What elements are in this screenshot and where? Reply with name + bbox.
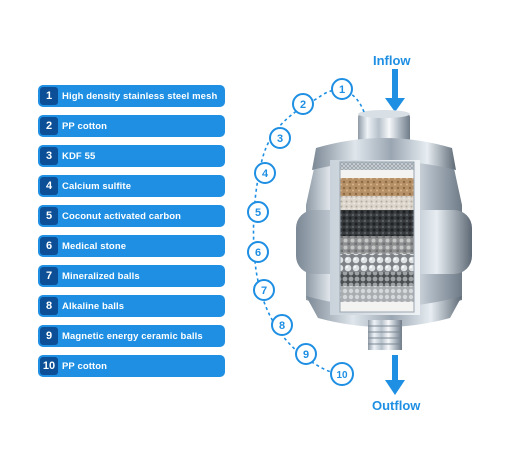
legend-row-10: 10 PP cotton — [38, 355, 225, 377]
legend-number: 4 — [40, 177, 58, 195]
legend-number: 2 — [40, 117, 58, 135]
callout-badges: 1 2 3 4 5 6 7 8 9 10 — [247, 78, 354, 386]
legend-number: 8 — [40, 297, 58, 315]
svg-text:1: 1 — [339, 84, 345, 96]
svg-text:6: 6 — [255, 247, 261, 259]
filter-cutaway — [330, 160, 420, 315]
legend-label: KDF 55 — [62, 150, 96, 162]
legend-label: Coconut activated carbon — [62, 210, 182, 222]
legend-number: 6 — [40, 237, 58, 255]
callout-badge: 7 — [253, 279, 275, 301]
legend-row-4: 4 Calcium sulfite — [38, 175, 225, 197]
svg-text:4: 4 — [262, 168, 269, 180]
outlet-connector — [368, 320, 402, 350]
svg-text:3: 3 — [277, 133, 283, 145]
legend-number: 9 — [40, 327, 58, 345]
callout-badge: 9 — [295, 343, 317, 365]
svg-text:8: 8 — [279, 320, 285, 332]
legend-row-7: 7 Mineralized balls — [38, 265, 225, 287]
legend-row-6: 6 Medical stone — [38, 235, 225, 257]
legend-label: Magnetic energy ceramic balls — [62, 330, 203, 342]
legend-number: 7 — [40, 267, 58, 285]
legend-label: PP cotton — [62, 360, 108, 372]
svg-text:9: 9 — [303, 349, 309, 361]
callout-badge: 10 — [330, 362, 354, 386]
svg-text:2: 2 — [300, 99, 306, 111]
outflow-arrow-icon — [385, 355, 405, 395]
callout-badge: 6 — [247, 241, 269, 263]
legend-number: 5 — [40, 207, 58, 225]
legend-row-1: 1 High density stainless steel mesh — [38, 85, 225, 107]
legend-row-3: 3 KDF 55 — [38, 145, 225, 167]
legend-label: Mineralized balls — [62, 270, 140, 282]
callout-badge: 5 — [247, 201, 269, 223]
svg-text:5: 5 — [255, 207, 261, 219]
outflow-label: Outflow — [372, 398, 421, 413]
legend-label: High density stainless steel mesh — [62, 90, 218, 102]
legend-number: 1 — [40, 87, 58, 105]
svg-text:7: 7 — [261, 285, 267, 297]
callout-badge: 3 — [269, 127, 291, 149]
legend-number: 3 — [40, 147, 58, 165]
inflow-label: Inflow — [373, 53, 411, 68]
legend-row-5: 5 Coconut activated carbon — [38, 205, 225, 227]
inflow-arrow-icon — [385, 69, 405, 112]
legend-label: Medical stone — [62, 240, 127, 252]
legend-label: Calcium sulfite — [62, 180, 132, 192]
legend-label: Alkaline balls — [62, 300, 125, 312]
callout-badge: 4 — [254, 162, 276, 184]
legend-row-9: 9 Magnetic energy ceramic balls — [38, 325, 225, 347]
legend-number: 10 — [40, 357, 58, 375]
legend-label: PP cotton — [62, 120, 108, 132]
legend-row-8: 8 Alkaline balls — [38, 295, 225, 317]
callout-badge: 8 — [271, 314, 293, 336]
callout-badge: 2 — [292, 93, 314, 115]
inlet-connector — [358, 114, 410, 142]
callout-badge: 1 — [331, 78, 353, 100]
legend-row-2: 2 PP cotton — [38, 115, 225, 137]
svg-text:10: 10 — [336, 370, 348, 381]
